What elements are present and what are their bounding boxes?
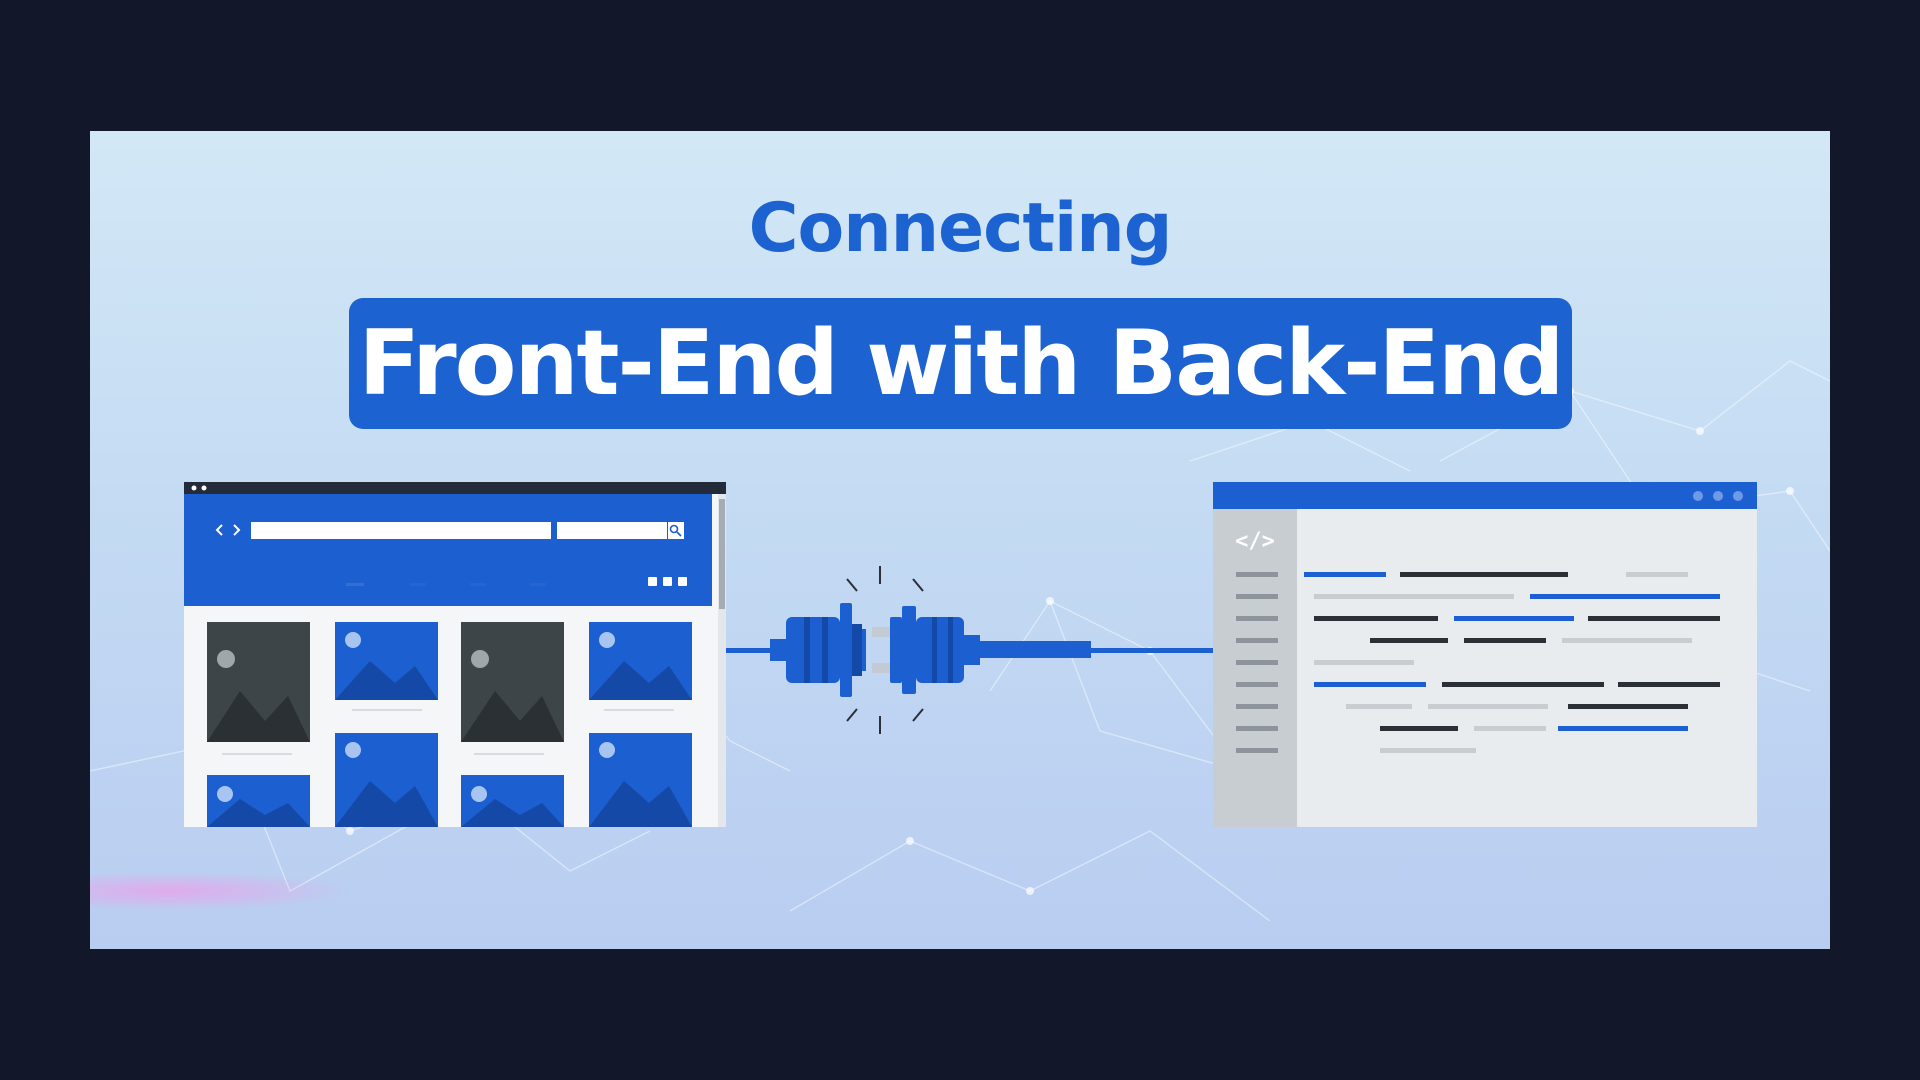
search-icon <box>668 522 684 539</box>
page-title: Front-End with Back-End <box>358 311 1565 416</box>
kicker-text: Connecting <box>748 189 1173 268</box>
title-box: Front-End with Back-End <box>349 298 1572 429</box>
editor-gutter <box>1213 509 1297 827</box>
image-tile <box>589 622 692 700</box>
image-tile <box>207 775 310 827</box>
search-bar <box>557 522 667 539</box>
image-tile <box>461 622 564 742</box>
pink-glow <box>90 871 350 911</box>
socket-icon <box>872 606 1091 694</box>
banner: Connecting Front-End with Back-End <box>90 131 1830 949</box>
chevron-left-icon <box>215 524 223 536</box>
connector <box>726 566 1213 734</box>
code-icon: </> <box>1235 529 1275 554</box>
browser-window <box>184 482 726 827</box>
chevron-right-icon <box>233 524 241 536</box>
plug-icon <box>770 603 866 697</box>
image-tile <box>335 733 438 827</box>
image-tile <box>335 622 438 700</box>
image-tile <box>589 733 692 827</box>
code-editor-window: </> <box>1213 482 1757 827</box>
address-bar <box>251 522 551 539</box>
image-tile <box>207 622 310 742</box>
illustration: </> <box>184 482 1757 827</box>
image-tile <box>461 775 564 827</box>
